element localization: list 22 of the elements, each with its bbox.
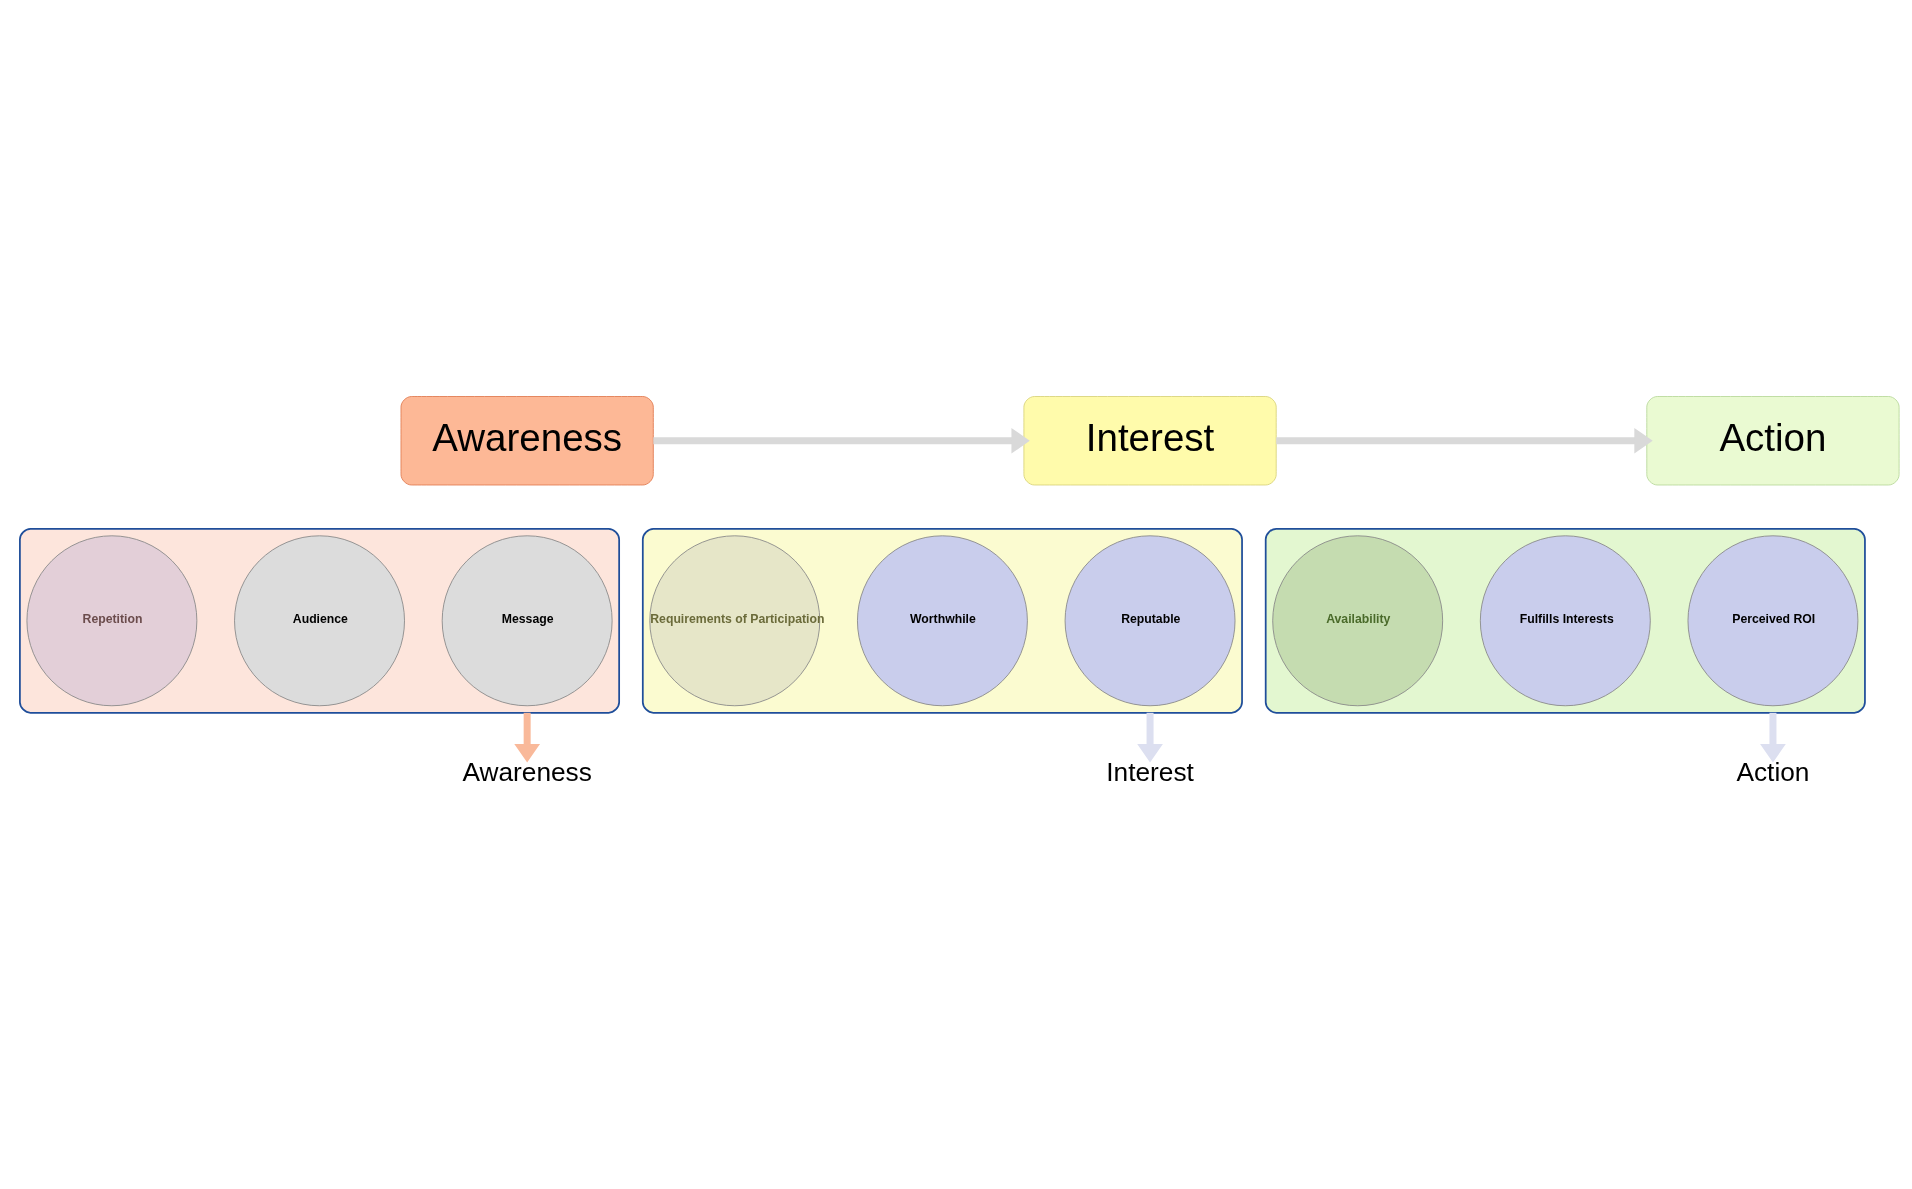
arrow	[514, 712, 541, 763]
cluster	[19, 527, 620, 714]
node-box: Interest	[1023, 396, 1277, 486]
node-circle: Audience	[234, 535, 405, 707]
arrow	[1760, 712, 1786, 763]
node-circle: Repetition	[26, 535, 198, 707]
node-text: Awareness	[462, 757, 592, 788]
node-circle: Reputable	[1064, 535, 1236, 707]
node-box: Awareness	[400, 396, 654, 486]
node-text: Interest	[1106, 757, 1194, 788]
arrow	[653, 427, 1030, 454]
node-box: Action	[1646, 396, 1900, 486]
node-text: Action	[1736, 757, 1810, 788]
node-circle: Fulfills Interests	[1479, 535, 1651, 707]
cluster	[1264, 527, 1866, 714]
cluster	[641, 527, 1243, 714]
node-circle: Message	[441, 535, 613, 707]
node-circle: Availability	[1272, 535, 1444, 707]
node-circle: Worthwhile	[857, 535, 1028, 707]
arrow	[1137, 712, 1163, 763]
node-circle: Perceived ROI	[1687, 535, 1859, 707]
arrow	[1276, 427, 1653, 454]
